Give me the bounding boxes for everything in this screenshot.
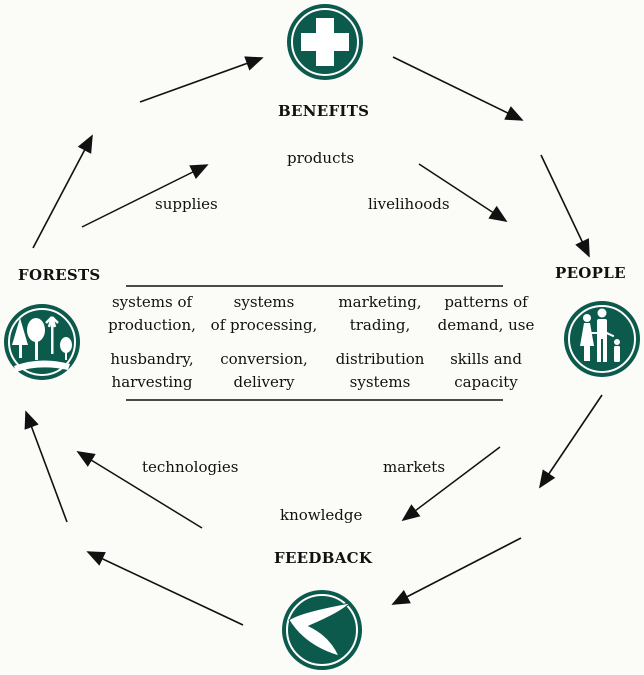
arrow-to-feedback-icon [391,537,522,605]
table-cell: conversion, delivery [220,350,308,391]
arrow-people-down [538,394,603,489]
feedback-label: FEEDBACK [274,549,373,567]
table-cell: systems of production, [108,293,196,334]
arrow-to-benefits-icon [139,56,264,103]
flow-label-knowledge: knowledge [280,506,363,524]
flow-label-markets: markets [383,458,446,476]
table-cell: systems of processing, [210,293,318,334]
arrow-technologies [76,451,203,529]
people-label: PEOPLE [555,264,626,282]
arrow-markets [401,446,501,522]
arrow-to-forests [24,410,68,523]
arrow-feedback-out [86,551,244,626]
arrow-to-people [540,154,590,258]
forests-label: FORESTS [18,266,101,284]
arrow-livelihoods [418,163,508,222]
boomerang-icon [282,590,362,670]
arrow-benefits-out [392,56,524,121]
arrow-supplies [81,164,209,228]
flow-label-products: products [287,149,355,167]
flow-label-livelihoods: livelihoods [368,195,450,213]
table-cell: skills and capacity [450,350,522,391]
inner-arrows [76,163,508,529]
family-icon [564,301,640,377]
arrow-forests-to-benefits [32,134,93,249]
flow-label-supplies: supplies [155,195,218,213]
table-cell: distribution systems [335,350,425,391]
forest-trees-icon [4,304,80,380]
table-cell: patterns of demand, use [437,293,535,334]
table-cell: marketing, trading, [338,293,422,334]
table-cell: husbandry, harvesting [110,350,194,391]
benefits-label: BENEFITS [278,102,370,120]
flow-label-technologies: technologies [142,458,239,476]
outer-arrows [24,56,603,626]
medical-cross-icon [287,4,363,80]
